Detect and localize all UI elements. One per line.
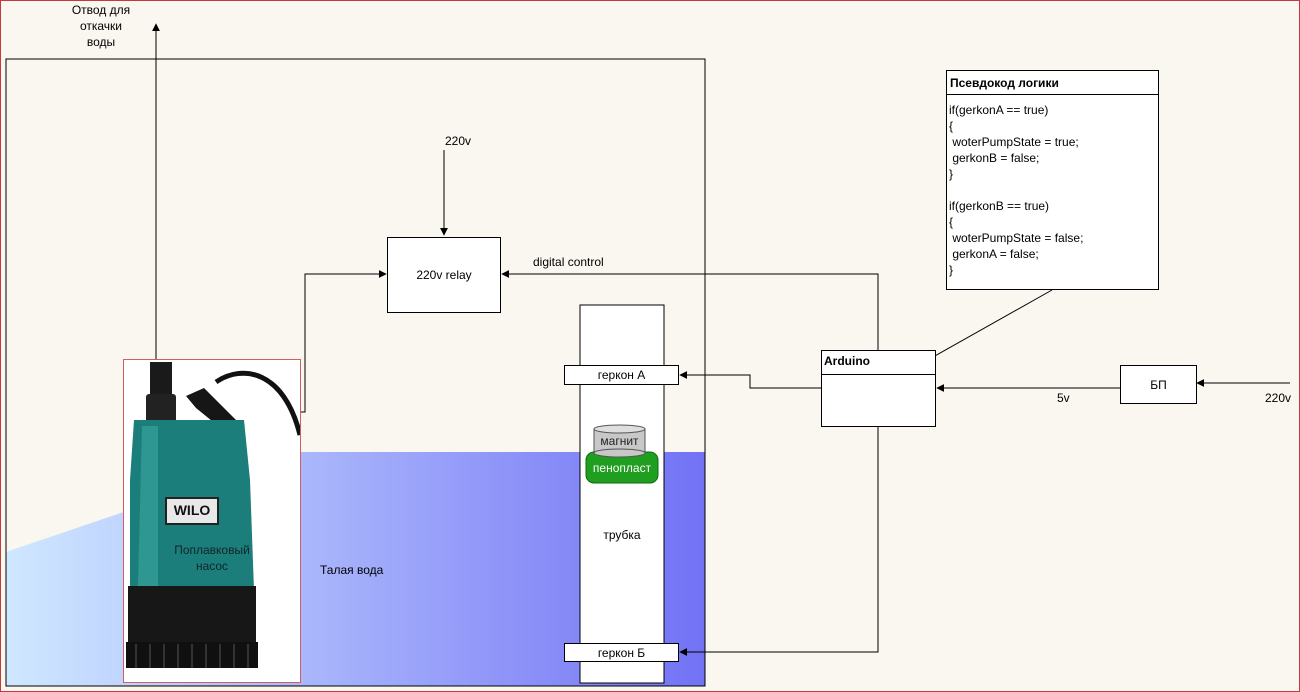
tube-label: трубка [603,528,641,542]
arduino-title: Arduino [822,351,935,375]
pseudocode-text: if(gerkonA == true) { woterPumpState = t… [949,103,1084,277]
magnet [593,424,646,458]
pump-caption: Поплавковый насос [174,543,250,573]
relay-220v-box: 220v relay [387,237,501,313]
power-220-right-label: 220v [1265,391,1292,405]
digital-control-label: digital control [533,255,604,269]
pump-to-relay-wire [290,270,387,413]
arduino-box: Arduino [821,350,936,427]
arduino-to-reed-b-wire [679,427,879,656]
reed-switch-b: геркон Б [564,643,679,662]
reed-switch-b-label: геркон Б [597,645,646,660]
digital-control-wire [501,270,879,350]
power-220-top-label: 220v [445,134,472,148]
float-pump-image: WILO Поплавковый насос [123,359,301,683]
pseudocode-title: Псевдокод логики [947,71,1158,95]
outlet-label: Отвод для откачки воды [71,3,131,49]
container-outline [5,58,706,687]
tube [579,304,665,684]
reed-switch-a-label: геркон А [597,368,646,382]
psu-label: БП [1150,377,1167,392]
five-v-label: 5v [1057,391,1070,405]
arduino-to-reed-a-wire [679,371,821,389]
relay-220v-label: 220v relay [416,268,472,282]
pseudocode-box: Псевдокод логики if(gerkonA == true) { w… [946,70,1159,290]
psu-box: БП [1120,365,1197,404]
magnet-label: магнит [600,434,639,448]
foam-label: пенопласт [592,461,652,475]
melt-water-label: Талая вода [320,563,384,577]
reed-switch-a: геркон А [564,365,679,385]
pump-illustration [126,362,300,668]
pump-brand-logo: WILO [173,502,211,518]
